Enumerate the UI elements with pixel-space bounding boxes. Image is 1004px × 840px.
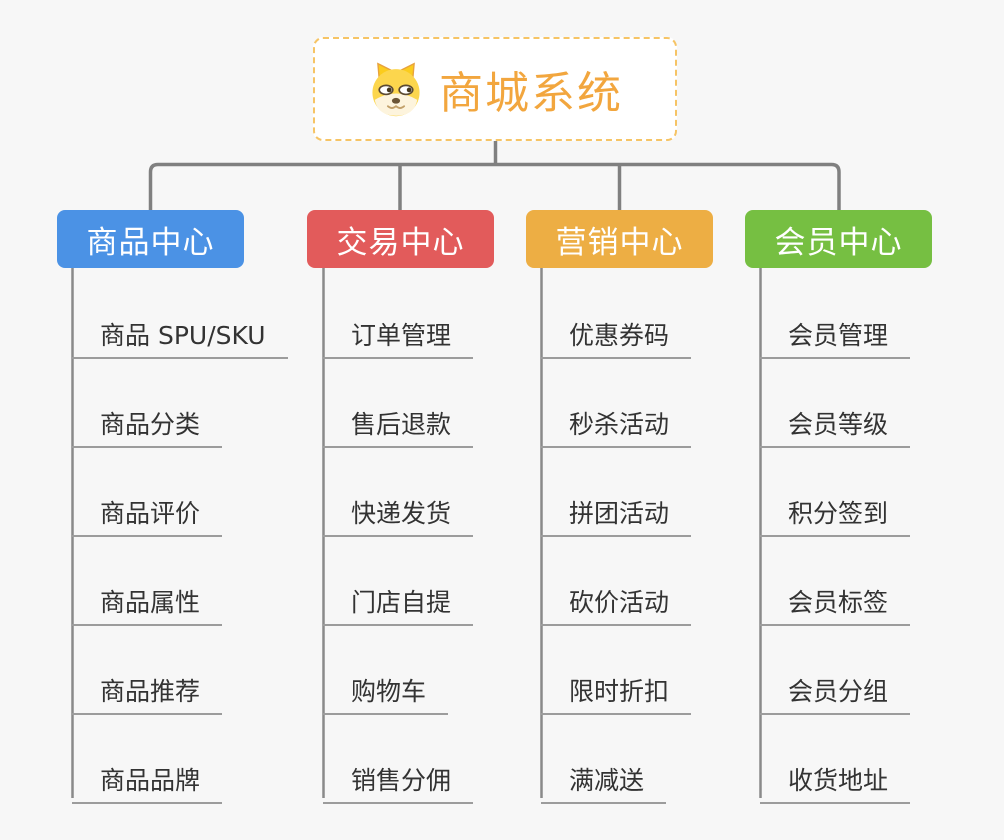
leaf-item[interactable]: 拼团活动 bbox=[541, 490, 692, 537]
leaf-item[interactable]: 优惠券码 bbox=[541, 312, 692, 359]
leaf-item[interactable]: 订单管理 bbox=[323, 312, 474, 359]
leaf-item[interactable]: 砍价活动 bbox=[541, 579, 692, 626]
leaf-item[interactable]: 商品评价 bbox=[72, 490, 223, 537]
leaf-item[interactable]: 销售分佣 bbox=[323, 757, 474, 804]
branch-node-product[interactable]: 商品中心 bbox=[57, 210, 244, 268]
leaf-item[interactable]: 商品属性 bbox=[72, 579, 223, 626]
leaf-item[interactable]: 商品分类 bbox=[72, 401, 223, 448]
root-node[interactable]: 商城系统 bbox=[313, 37, 677, 141]
branch-node-member[interactable]: 会员中心 bbox=[745, 210, 932, 268]
leaf-item[interactable]: 购物车 bbox=[323, 668, 449, 715]
leaf-item[interactable]: 商品品牌 bbox=[72, 757, 223, 804]
leaf-item[interactable]: 商品 SPU/SKU bbox=[72, 312, 288, 359]
leaf-item[interactable]: 商品推荐 bbox=[72, 668, 223, 715]
leaf-item[interactable]: 门店自提 bbox=[323, 579, 474, 626]
root-title: 商城系统 bbox=[439, 68, 623, 119]
dog-face-icon bbox=[372, 62, 420, 117]
leaf-item[interactable]: 会员标签 bbox=[760, 579, 911, 626]
leaf-item[interactable]: 收货地址 bbox=[760, 757, 911, 804]
branch-node-marketing[interactable]: 营销中心 bbox=[526, 210, 713, 268]
leaf-item[interactable]: 售后退款 bbox=[323, 401, 474, 448]
leaf-item[interactable]: 快递发货 bbox=[323, 490, 474, 537]
leaf-item[interactable]: 会员等级 bbox=[760, 401, 911, 448]
leaf-item[interactable]: 积分签到 bbox=[760, 490, 911, 537]
leaf-item[interactable]: 会员管理 bbox=[760, 312, 911, 359]
leaf-item[interactable]: 满减送 bbox=[541, 757, 667, 804]
connector-trunk bbox=[148, 162, 841, 212]
leaf-item[interactable]: 会员分组 bbox=[760, 668, 911, 715]
leaf-item[interactable]: 限时折扣 bbox=[541, 668, 692, 715]
branch-node-trade[interactable]: 交易中心 bbox=[307, 210, 494, 268]
leaf-item[interactable]: 秒杀活动 bbox=[541, 401, 692, 448]
